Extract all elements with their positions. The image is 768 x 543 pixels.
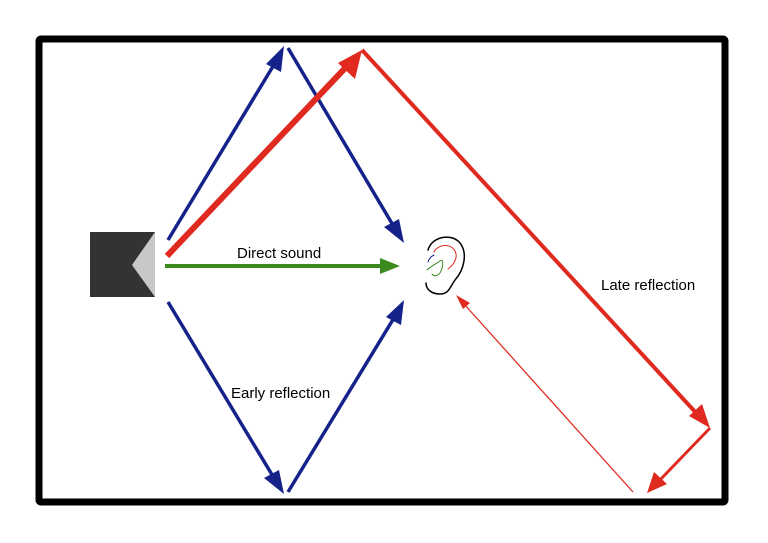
late-reflection-label: Late reflection <box>601 277 695 294</box>
speaker-icon <box>90 232 155 297</box>
ear-icon <box>425 236 466 295</box>
direct-sound-label: Direct sound <box>237 245 321 262</box>
late-reflection-path <box>164 48 712 493</box>
early-reflection-upper-path <box>166 46 404 243</box>
early-reflection-label: Early reflection <box>231 385 330 402</box>
early-reflection-lower-path <box>166 300 404 494</box>
direct-sound-arrow <box>165 258 400 274</box>
room-border <box>35 35 729 506</box>
